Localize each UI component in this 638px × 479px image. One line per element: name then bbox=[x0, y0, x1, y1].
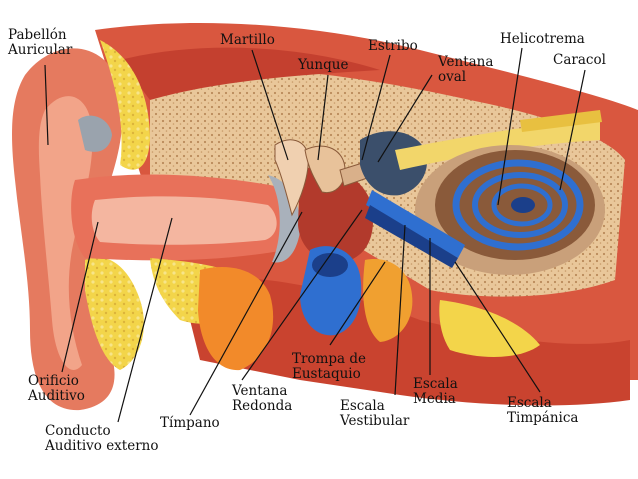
label-orificio-auditivo: Orificio Auditivo bbox=[28, 374, 85, 404]
label-ventana-redonda: Ventana Redonda bbox=[232, 384, 292, 414]
label-yunque-text: Yunque bbox=[298, 58, 348, 73]
label-ventana-oval: Ventana oval bbox=[438, 55, 493, 85]
label-ventana-redonda-line1: Ventana bbox=[232, 384, 292, 399]
label-caracol: Caracol bbox=[553, 53, 606, 68]
label-helicotrema-text: Helicotrema bbox=[500, 32, 585, 47]
label-martillo-text: Martillo bbox=[220, 33, 275, 48]
label-escala-media-line1: Escala bbox=[413, 377, 458, 392]
label-timpano-text: Tímpano bbox=[160, 416, 220, 431]
label-estribo: Estribo bbox=[368, 39, 418, 54]
label-trompa-line1: Trompa de bbox=[292, 352, 366, 367]
label-conducto-line1: Conducto bbox=[45, 424, 158, 439]
label-escala-vestibular-line1: Escala bbox=[340, 399, 409, 414]
label-escala-vestibular: Escala Vestibular bbox=[340, 399, 409, 429]
label-escala-media-line2: Media bbox=[413, 392, 458, 407]
label-trompa-eustaquio: Trompa de Eustaquio bbox=[292, 352, 366, 382]
label-ventana-oval-line1: Ventana bbox=[438, 55, 493, 70]
label-orificio-line1: Orificio bbox=[28, 374, 85, 389]
label-pabellon-line2: Auricular bbox=[8, 43, 72, 58]
label-escala-timpanica-line2: Timpánica bbox=[507, 411, 578, 426]
label-pabellon-line1: Pabellón bbox=[8, 28, 72, 43]
label-escala-timpanica: Escala Timpánica bbox=[507, 396, 578, 426]
label-conducto-line2: Auditivo externo bbox=[45, 439, 158, 454]
ear-canal-lumen bbox=[92, 196, 277, 244]
label-escala-media: Escala Media bbox=[413, 377, 458, 407]
label-pabellon-auricular: Pabellón Auricular bbox=[8, 28, 72, 58]
label-ventana-oval-line2: oval bbox=[438, 70, 493, 85]
label-yunque: Yunque bbox=[298, 58, 348, 73]
label-trompa-line2: Eustaquio bbox=[292, 367, 366, 382]
label-escala-timpanica-line1: Escala bbox=[507, 396, 578, 411]
label-helicotrema: Helicotrema bbox=[500, 32, 585, 47]
label-timpano: Tímpano bbox=[160, 416, 220, 431]
label-caracol-text: Caracol bbox=[553, 53, 606, 68]
cochlea-apex bbox=[511, 197, 535, 213]
label-conducto-auditivo: Conducto Auditivo externo bbox=[45, 424, 158, 454]
label-martillo: Martillo bbox=[220, 33, 275, 48]
label-escala-vestibular-line2: Vestibular bbox=[340, 414, 409, 429]
label-orificio-line2: Auditivo bbox=[28, 389, 85, 404]
label-estribo-text: Estribo bbox=[368, 39, 418, 54]
label-ventana-redonda-line2: Redonda bbox=[232, 399, 292, 414]
